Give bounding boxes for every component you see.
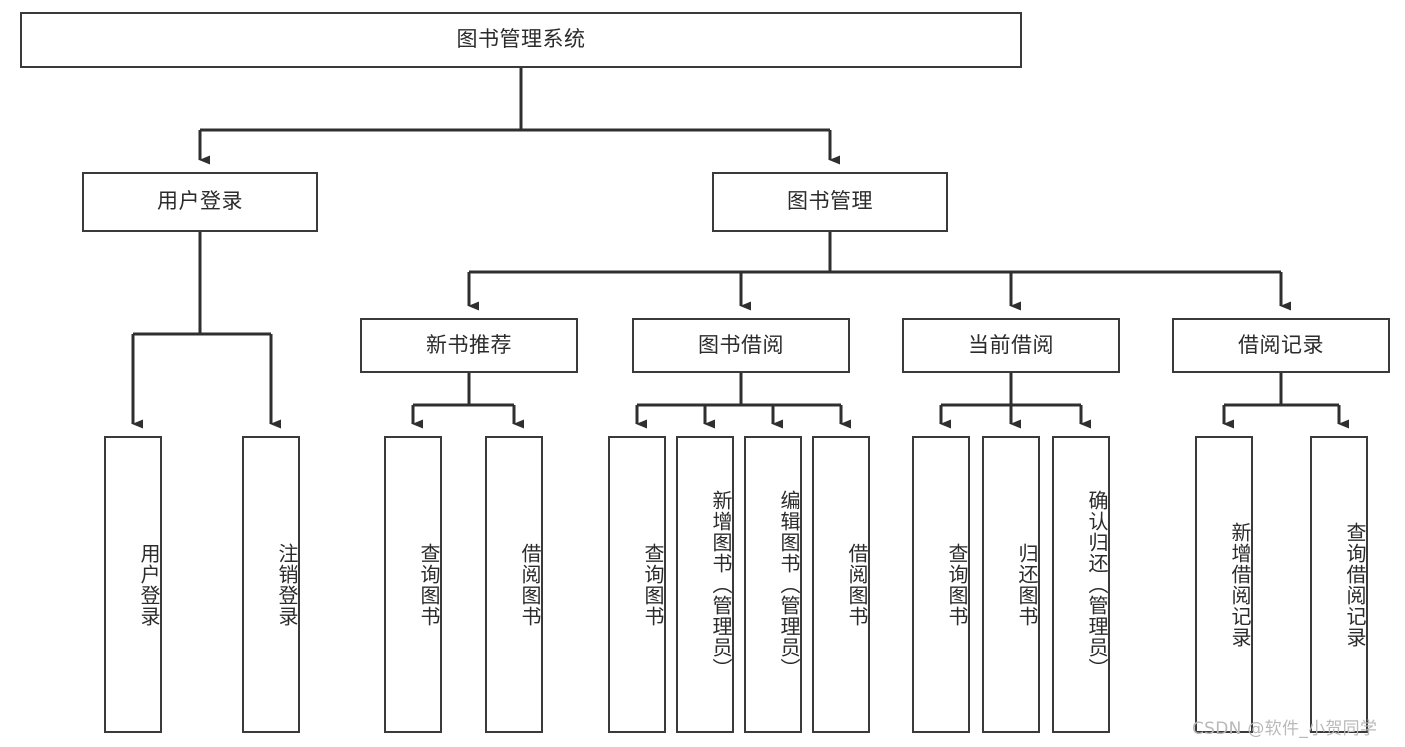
node-label: 编辑图书（管理员） xyxy=(777,490,801,679)
node-label: 用户登录 xyxy=(137,542,161,627)
leaf-query-borrow-record[interactable]: 查询借阅记录 xyxy=(1310,436,1368,733)
node-book-borrow[interactable]: 图书借阅 xyxy=(632,318,850,373)
leaf-query-book-borrow[interactable]: 查询图书 xyxy=(608,436,666,733)
node-label: 借阅记录 xyxy=(1238,332,1324,357)
node-book-management[interactable]: 图书管理 xyxy=(712,172,948,232)
leaf-add-borrow-record[interactable]: 新增借阅记录 xyxy=(1195,436,1253,733)
node-label: 确认归还（管理员） xyxy=(1085,490,1109,679)
leaf-logout-login[interactable]: 注销登录 xyxy=(242,436,300,733)
leaf-confirm-return-admin[interactable]: 确认归还（管理员） xyxy=(1052,436,1110,733)
node-label: 归还图书 xyxy=(1015,542,1039,627)
node-label: 新书推荐 xyxy=(426,332,512,357)
node-user-login[interactable]: 用户登录 xyxy=(82,172,318,232)
node-current-borrow[interactable]: 当前借阅 xyxy=(902,318,1120,373)
node-label: 图书管理 xyxy=(787,189,873,214)
node-label: 新增图书（管理员） xyxy=(709,490,733,679)
leaf-user-login[interactable]: 用户登录 xyxy=(104,436,162,733)
leaf-query-book-current[interactable]: 查询图书 xyxy=(912,436,970,733)
node-label: 注销登录 xyxy=(275,542,299,627)
node-label: 借阅图书 xyxy=(518,542,542,627)
leaf-borrow-book[interactable]: 借阅图书 xyxy=(812,436,870,733)
node-label: 查询图书 xyxy=(417,542,441,627)
leaf-borrow-book-recommend[interactable]: 借阅图书 xyxy=(485,436,543,733)
leaf-query-book-recommend[interactable]: 查询图书 xyxy=(384,436,442,733)
node-label: 用户登录 xyxy=(157,189,243,214)
node-label: 查询图书 xyxy=(945,542,969,627)
node-label: 查询图书 xyxy=(641,542,665,627)
node-label: 新增借阅记录 xyxy=(1228,521,1252,648)
node-label: 图书借阅 xyxy=(698,332,784,357)
leaf-return-book[interactable]: 归还图书 xyxy=(982,436,1040,733)
node-root-book-management-system[interactable]: 图书管理系统 xyxy=(20,12,1022,68)
leaf-add-book-admin[interactable]: 新增图书（管理员） xyxy=(676,436,734,733)
node-new-book-recommend[interactable]: 新书推荐 xyxy=(360,318,578,373)
node-label: 图书管理系统 xyxy=(456,27,586,52)
csdn-watermark: CSDN @软件_小贺同学 xyxy=(1192,719,1378,739)
node-label: 借阅图书 xyxy=(845,542,869,627)
leaf-edit-book-admin[interactable]: 编辑图书（管理员） xyxy=(744,436,802,733)
node-label: 当前借阅 xyxy=(968,332,1054,357)
node-borrow-record[interactable]: 借阅记录 xyxy=(1172,318,1390,373)
node-label: 查询借阅记录 xyxy=(1343,521,1367,648)
